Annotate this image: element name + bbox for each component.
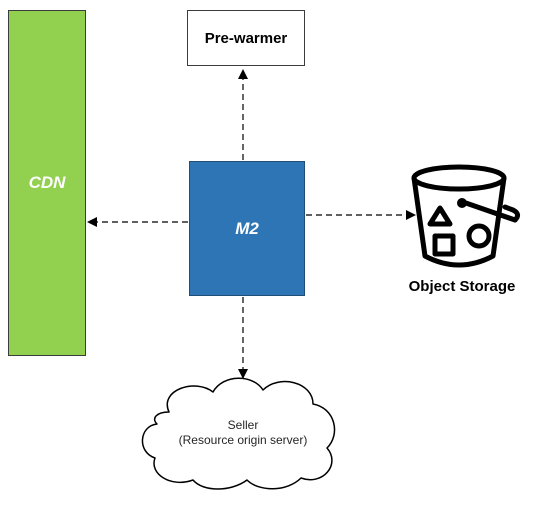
cloud-shape (141, 377, 336, 490)
seller-label: Seller (Resource origin server) (148, 418, 338, 448)
seller-description: (Resource origin server) (178, 433, 308, 447)
prewarmer-node: Pre-warmer (187, 10, 305, 66)
object-storage-label: Object Storage (408, 278, 516, 295)
m2-node: M2 (189, 161, 305, 296)
m2-label: M2 (235, 218, 259, 238)
cdn-label: CDN (28, 173, 66, 192)
cdn-node: CDN (8, 10, 86, 356)
bucket-icon (411, 164, 521, 268)
prewarmer-label: Pre-warmer (204, 29, 288, 47)
seller-name: Seller (227, 418, 259, 432)
